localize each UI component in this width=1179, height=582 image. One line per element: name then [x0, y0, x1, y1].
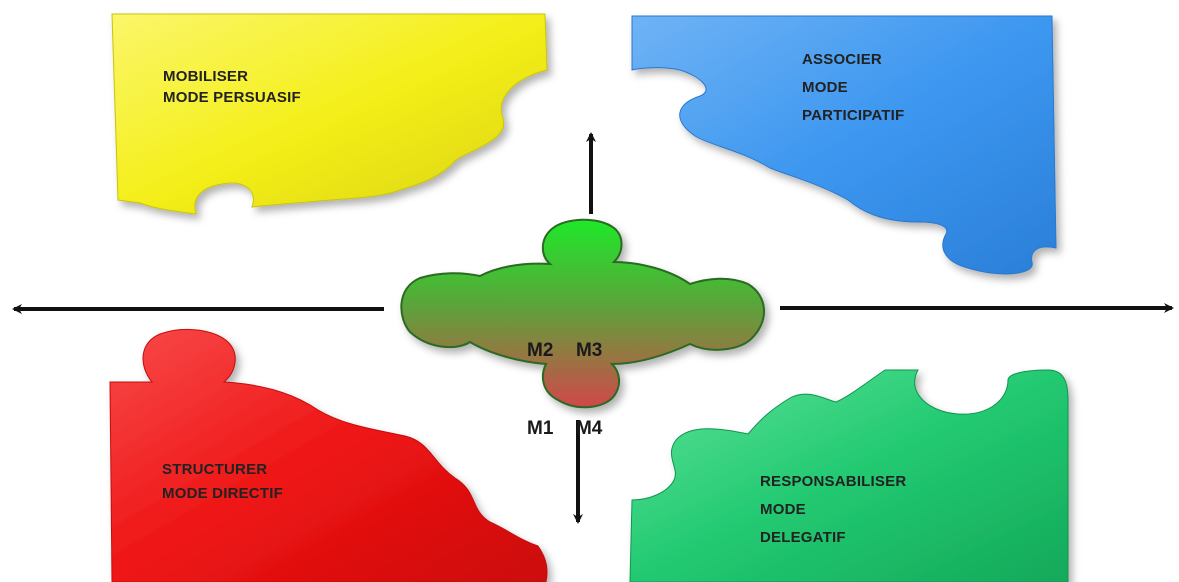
top-right-line3: PARTICIPATIF [802, 107, 905, 124]
center-row1: M2 M3 [527, 340, 603, 361]
center-label: M2 M3 M1 M4 [527, 286, 602, 494]
top-left-line2: MODE PERSUASIF [163, 89, 301, 106]
green-piece [629, 369, 1069, 582]
yellow-piece [111, 13, 548, 215]
bottom-right-line3: DELEGATIF [760, 529, 846, 546]
top-right-line1: ASSOCIER [802, 51, 882, 68]
top-right-label: ASSOCIER MODE PARTICIPATIF [802, 46, 904, 130]
bottom-left-line2: MODE DIRECTIF [162, 485, 283, 502]
bottom-left-line1: STRUCTURER [162, 461, 268, 478]
center-blob [400, 218, 765, 409]
red-piece [109, 328, 548, 582]
center-row2: M1 M4 [527, 418, 603, 439]
bottom-right-label: RESPONSABILISER MODE DELEGATIF [760, 468, 906, 552]
top-left-label: MOBILISER MODE PERSUASIF [163, 66, 301, 108]
bottom-left-label: STRUCTURER MODE DIRECTIF [162, 458, 283, 506]
blue-piece [631, 15, 1057, 275]
bottom-right-line1: RESPONSABILISER [760, 473, 907, 490]
top-right-line2: MODE [802, 79, 848, 96]
bottom-right-line2: MODE [760, 501, 806, 518]
top-left-line1: MOBILISER [163, 68, 249, 85]
